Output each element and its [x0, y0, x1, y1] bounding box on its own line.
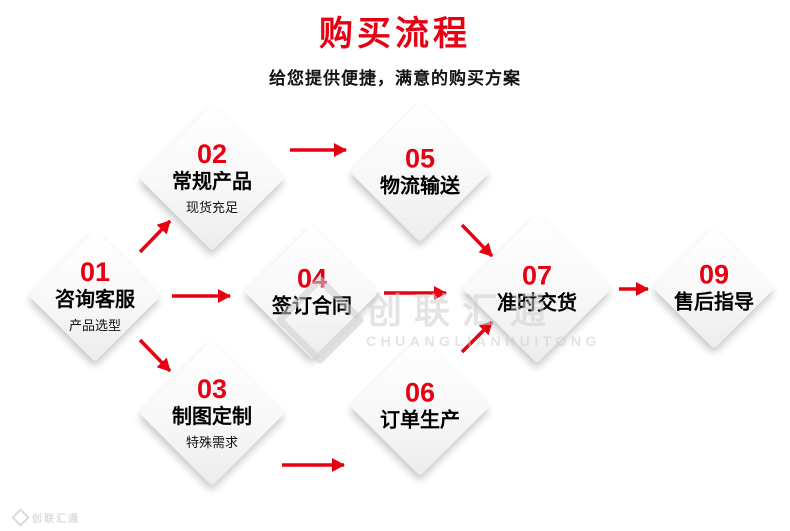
node-content: 04 签订合同: [272, 264, 352, 319]
node-label: 售后指导: [674, 291, 754, 314]
node-number: 09: [698, 259, 730, 290]
arrow-01-03: [138, 338, 172, 373]
page-subtitle: 给您提供便捷，满意的购买方案: [269, 69, 521, 89]
node-sublabel: 特殊需求: [185, 435, 238, 451]
node-content: 09 售后指导: [674, 260, 754, 315]
node-content: 07 准时交货: [497, 261, 577, 316]
page-title: 购买流程: [319, 15, 471, 53]
node-sublabel: 现货充足: [185, 200, 238, 216]
node-number: 07: [521, 260, 553, 291]
arrow-06-07: [460, 320, 494, 354]
arrow-01-02: [138, 219, 172, 254]
node-number: 04: [296, 263, 328, 294]
node-label: 物流输送: [380, 175, 460, 198]
node-sublabel: 产品选型: [68, 318, 121, 334]
node-content: 01 咨询客服 产品选型: [55, 256, 135, 334]
node-label: 咨询客服: [55, 289, 135, 312]
node-label: 订单生产: [380, 409, 460, 432]
node-label: 准时交货: [497, 292, 577, 315]
node-label: 签订合同: [272, 295, 352, 318]
node-number: 06: [404, 377, 436, 408]
node-content: 02 常规产品 现货充足: [172, 138, 252, 216]
node-label: 制图定制: [172, 406, 252, 429]
node-content: 03 制图定制 特殊需求: [172, 373, 252, 451]
node-number: 03: [196, 373, 228, 404]
node-number: 02: [196, 138, 228, 169]
node-number: 05: [404, 143, 436, 174]
arrow-05-07: [460, 223, 494, 258]
header: 购买流程 给您提供便捷，满意的购买方案: [0, 15, 790, 89]
node-number: 01: [79, 256, 111, 287]
node-label: 常规产品: [172, 171, 252, 194]
node-content: 06 订单生产: [380, 378, 460, 433]
node-content: 05 物流输送: [380, 144, 460, 199]
